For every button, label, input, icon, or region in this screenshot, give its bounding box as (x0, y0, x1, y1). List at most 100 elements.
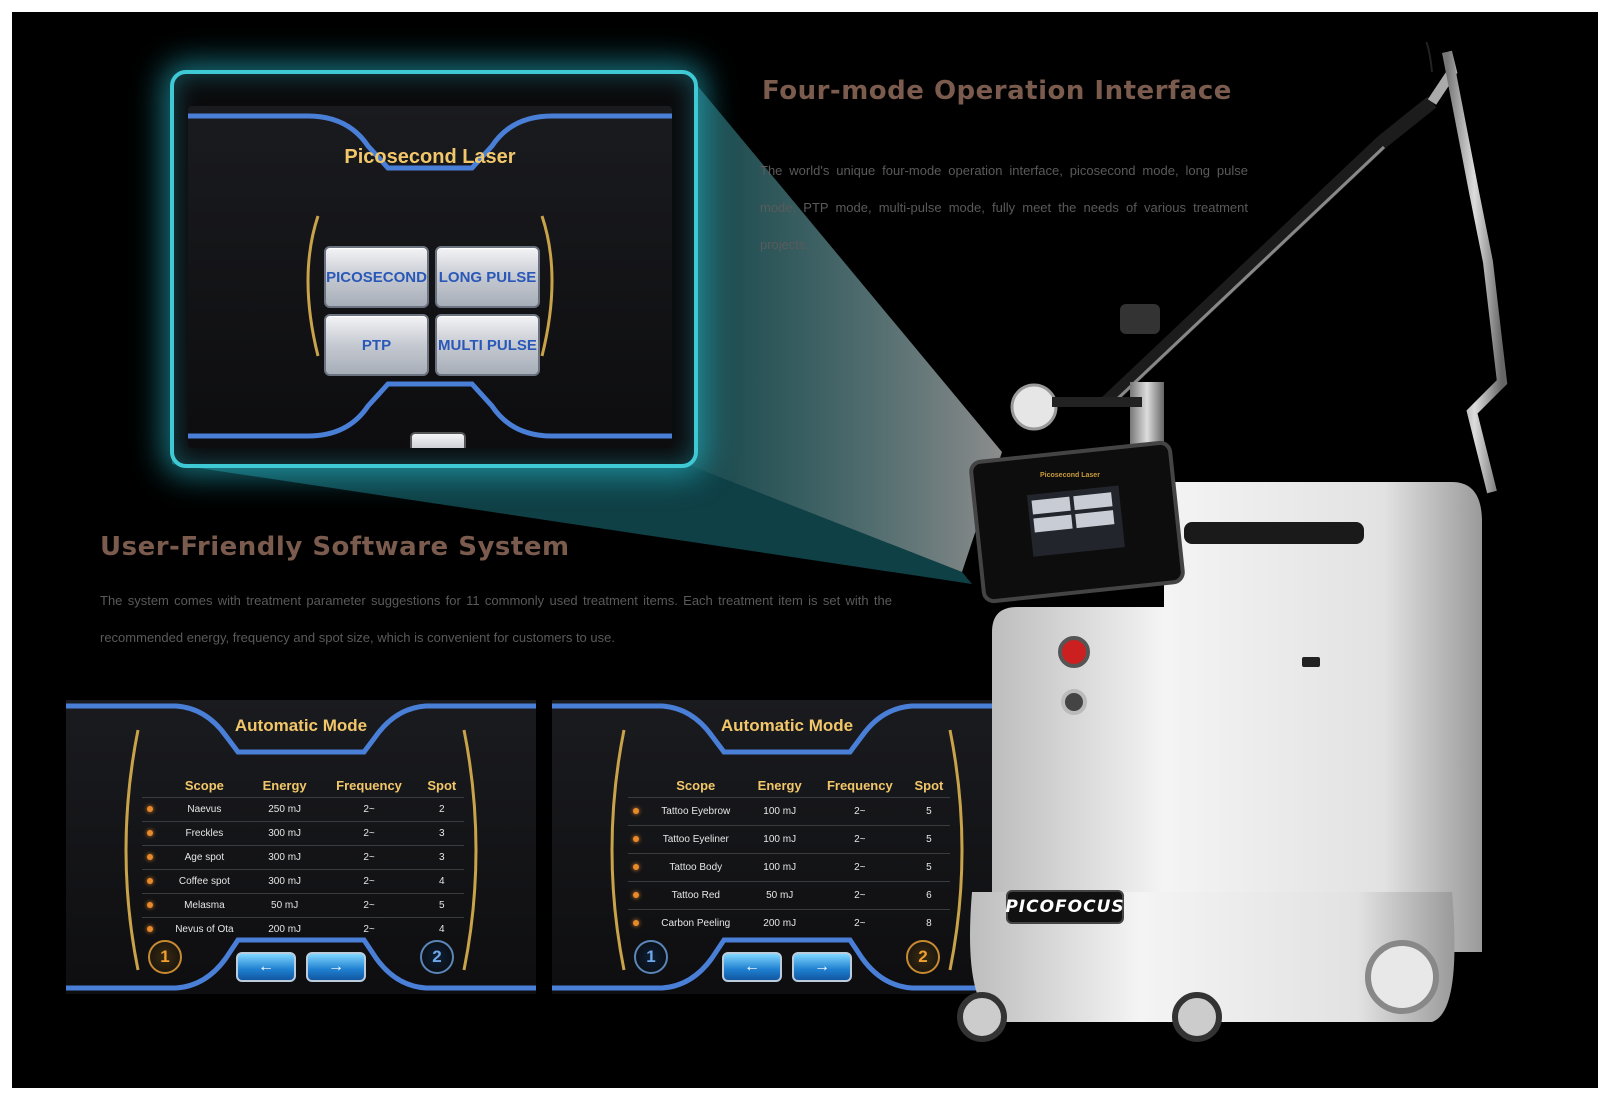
panel-frame-decoration (552, 703, 1022, 991)
arrow-right-icon: → (429, 437, 447, 449)
cell-energy: 100 mJ (747, 853, 812, 882)
column-header-spot: Spot (427, 778, 457, 793)
bullet-dot-icon (633, 920, 639, 926)
page-indicator-2[interactable]: 2 (420, 940, 454, 974)
page-indicator-1[interactable]: 1 (634, 940, 668, 974)
table-row[interactable]: Tattoo Eyeliner 100 mJ 2~ 5 (628, 825, 950, 854)
bullet-dot-icon (147, 806, 153, 812)
software-heading: User-Friendly Software System (100, 532, 570, 562)
arrow-right-icon: → (328, 958, 344, 975)
next-button[interactable]: → (306, 952, 366, 982)
bullet-dot-icon (633, 892, 639, 898)
cell-energy: 50 mJ (250, 893, 319, 918)
automatic-mode-panel-1: Automatic Mode Scope Energy Frequency Sp… (66, 700, 536, 994)
cell-frequency: 2~ (318, 869, 420, 894)
table-row[interactable]: Freckles 300 mJ 2~ 3 (142, 821, 464, 846)
prev-button[interactable]: ← (722, 952, 782, 982)
cell-spot: 6 (907, 881, 950, 910)
cell-spot: 4 (419, 869, 464, 894)
cell-frequency: 2~ (318, 821, 420, 846)
column-header-frequency: Frequency (336, 778, 402, 793)
cell-frequency: 2~ (811, 909, 908, 937)
page-indicator-2[interactable]: 2 (906, 940, 940, 974)
cell-spot: 3 (419, 821, 464, 846)
table-row[interactable]: Coffee spot 300 mJ 2~ 4 (142, 869, 464, 894)
cell-frequency: 2~ (811, 853, 908, 882)
bullet-dot-icon (633, 836, 639, 842)
cell-energy: 200 mJ (250, 917, 319, 941)
table-row[interactable]: Age spot 300 mJ 2~ 3 (142, 845, 464, 870)
panel-title: Automatic Mode (720, 716, 854, 735)
cell-spot: 2 (419, 797, 464, 822)
screen-title: Picosecond Laser (344, 146, 516, 168)
automatic-mode-panel-2: Automatic Mode Scope Energy Frequency Sp… (552, 700, 1022, 994)
table-row[interactable]: Melasma 50 mJ 2~ 5 (142, 893, 464, 918)
cell-spot: 5 (419, 893, 464, 918)
table-row[interactable]: Tattoo Eyebrow 100 mJ 2~ 5 (628, 797, 950, 826)
bullet-dot-icon (147, 926, 153, 932)
arrow-left-icon: ← (258, 958, 274, 975)
cell-scope: Melasma (158, 893, 251, 918)
next-button[interactable]: → (792, 952, 852, 982)
brand-logo: PICOFOCUS (1005, 890, 1124, 924)
light-beam (172, 72, 1002, 584)
next-button[interactable]: → (410, 432, 466, 448)
mode-button-grid: PICOSECOND LONG PULSE PTP MULTI PULSE (324, 246, 540, 376)
cell-spot: 8 (907, 909, 950, 937)
arrow-right-icon: → (814, 958, 830, 975)
column-header-frequency: Frequency (826, 778, 893, 793)
cell-scope: Tattoo Body (644, 853, 748, 882)
cell-energy: 100 mJ (747, 797, 812, 826)
cell-scope: Tattoo Eyebrow (644, 797, 748, 826)
column-header-energy: Energy (262, 778, 307, 793)
bullet-dot-icon (633, 808, 639, 814)
four-mode-heading: Four-mode Operation Interface (762, 76, 1232, 106)
page-indicator-1[interactable]: 1 (148, 940, 182, 974)
cell-scope: Naevus (158, 797, 251, 822)
cell-spot: 5 (907, 825, 950, 854)
cell-energy: 300 mJ (250, 845, 319, 870)
cell-frequency: 2~ (318, 797, 420, 822)
mode-screen-display: Picosecond Laser PICOSECOND LONG PULSE P… (188, 106, 672, 448)
column-header-spot: Spot (914, 778, 944, 793)
column-header-scope: Scope (676, 778, 716, 793)
cell-scope: Age spot (158, 845, 251, 870)
cell-scope: Tattoo Red (644, 881, 748, 910)
cell-spot: 5 (907, 797, 950, 826)
bullet-dot-icon (147, 902, 153, 908)
column-header-scope: Scope (184, 778, 224, 793)
mode-button-long-pulse[interactable]: LONG PULSE (435, 246, 540, 308)
bullet-dot-icon (147, 854, 153, 860)
cell-energy: 200 mJ (747, 909, 812, 937)
table-row[interactable]: Tattoo Red 50 mJ 2~ 6 (628, 881, 950, 910)
table-row[interactable]: Nevus of Ota 200 mJ 2~ 4 (142, 917, 464, 941)
mode-button-ptp[interactable]: PTP (324, 314, 429, 376)
cell-scope: Carbon Peeling (644, 909, 748, 937)
screen-frame-decoration (188, 113, 672, 439)
cell-scope: Freckles (158, 821, 251, 846)
product-canvas: Four-mode Operation Interface The world'… (12, 12, 1598, 1088)
mode-button-picosecond[interactable]: PICOSECOND (324, 246, 429, 308)
table-row[interactable]: Tattoo Body 100 mJ 2~ 5 (628, 853, 950, 882)
cell-frequency: 2~ (318, 893, 420, 918)
cell-frequency: 2~ (318, 917, 420, 941)
bullet-dot-icon (147, 830, 153, 836)
bullet-dot-icon (633, 864, 639, 870)
table-row[interactable]: Naevus 250 mJ 2~ 2 (142, 797, 464, 822)
treatment-table: Scope Energy Frequency Spot Tattoo Eyebr… (628, 778, 950, 937)
cell-energy: 250 mJ (250, 797, 319, 822)
machine-screen-title: Picosecond Laser (1040, 472, 1100, 479)
panel-title: Automatic Mode (234, 716, 368, 735)
bullet-dot-icon (147, 878, 153, 884)
cell-energy: 300 mJ (250, 821, 319, 846)
mode-button-multi-pulse[interactable]: MULTI PULSE (435, 314, 540, 376)
prev-button[interactable]: ← (236, 952, 296, 982)
cell-energy: 50 mJ (747, 881, 812, 910)
cell-frequency: 2~ (811, 797, 908, 826)
cell-spot: 3 (419, 845, 464, 870)
cell-frequency: 2~ (811, 825, 908, 854)
cell-scope: Nevus of Ota (158, 917, 251, 941)
four-mode-description: The world's unique four-mode operation i… (760, 163, 1248, 252)
table-row[interactable]: Carbon Peeling 200 mJ 2~ 8 (628, 909, 950, 937)
laser-machine-illustration (957, 42, 1508, 1042)
